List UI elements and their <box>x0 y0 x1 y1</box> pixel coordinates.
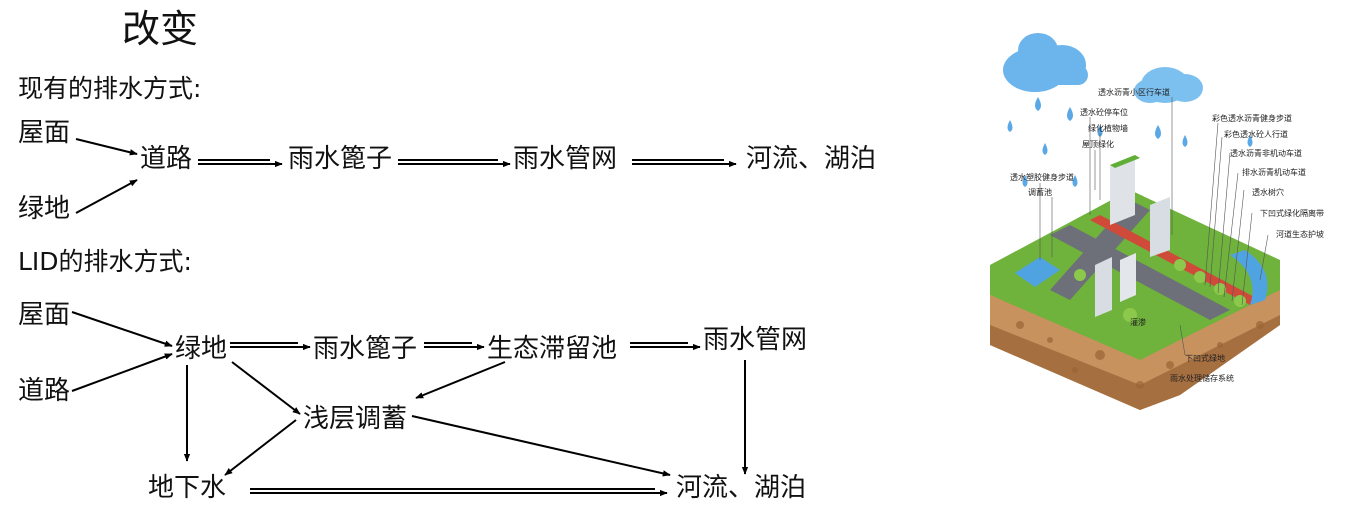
arrow-lid-roof-green <box>71 311 173 347</box>
lid-heading: LID的排水方式: <box>18 247 192 276</box>
label-roof-green: 屋顶绿化 <box>1082 139 1114 149</box>
arrow-lid-green-shallow <box>231 361 301 415</box>
existing-node-grate: 雨水篦子 <box>288 144 393 174</box>
lid-node-grate: 雨水篦子 <box>313 334 418 364</box>
lid-node-river: 河流、湖泊 <box>676 473 807 503</box>
existing-node-pipe: 雨水管网 <box>513 144 618 174</box>
arrow-green-road <box>75 179 138 214</box>
label-nonmotor-lane: 透水沥青非机动车道 <box>1230 148 1302 158</box>
pond <box>1015 257 1060 287</box>
arrow-lid-shallow-ground <box>224 419 297 476</box>
existing-heading: 现有的排水方式: <box>18 74 202 103</box>
lid-node-pipe: 雨水管网 <box>703 325 808 355</box>
label-color-sidewalk: 彩色透水砼人行道 <box>1224 129 1288 139</box>
cloud-icon <box>1134 67 1203 103</box>
lid-node-bio: 生态滞留池 <box>487 334 618 364</box>
label-permeable-asphalt-lane: 透水沥青小区行车道 <box>1098 87 1170 97</box>
lid-node-road: 道路 <box>18 376 71 406</box>
flow-arrows <box>71 138 749 497</box>
label-sunken-median: 下凹式绿化隔离带 <box>1260 208 1324 218</box>
label-tree-pit: 透水树穴 <box>1252 187 1284 197</box>
page-title: 改变 <box>122 7 199 51</box>
existing-node-green: 绿地 <box>18 194 71 224</box>
tree-icons <box>1074 259 1246 322</box>
lid-node-shallow: 浅层调蓄 <box>303 404 408 434</box>
river <box>1230 250 1268 305</box>
label-color-asphalt-track: 彩色透水沥青健身步道 <box>1212 113 1292 123</box>
lid-node-green: 绿地 <box>175 334 228 364</box>
label-sunken-green: 下凹式绿地 <box>1185 353 1225 363</box>
arrow-lid-road-green <box>71 353 173 392</box>
arrow-lid-bio-shallow <box>415 361 506 399</box>
label-storage-pond: 调蓄池 <box>1028 187 1052 197</box>
arrow-pipe-river <box>632 159 737 168</box>
cloud-icon <box>1003 33 1088 92</box>
arrow-lid-ground-river <box>250 488 668 497</box>
label-rain-storage-system: 雨水处理储存系统 <box>1170 373 1234 383</box>
building-icons <box>1095 155 1170 317</box>
arrow-road-grate <box>198 159 283 168</box>
existing-node-roof: 屋面 <box>18 118 71 148</box>
lid-node-roof: 屋面 <box>18 300 71 330</box>
arrow-lid-grate-bio <box>424 342 485 351</box>
existing-node-road: 道路 <box>140 144 193 174</box>
label-green-wall: 绿化植物墙 <box>1088 123 1128 133</box>
arrow-lid-green-grate <box>230 342 311 351</box>
sponge-city-illustration: 透水沥青小区行车道 透水砼停车位 绿化植物墙 屋顶绿化 透水塑胶健身步道 调蓄池… <box>990 33 1324 410</box>
arrow-lid-bio-pipe <box>630 342 701 351</box>
existing-node-river: 河流、湖泊 <box>746 144 877 174</box>
label-permeable-parking: 透水砼停车位 <box>1080 107 1128 117</box>
label-plastic-track: 透水塑胶健身步道 <box>1010 172 1074 182</box>
lid-node-ground: 地下水 <box>148 473 227 503</box>
label-motor-lane: 排水沥青机动车道 <box>1242 167 1306 177</box>
arrow-roof-road <box>75 138 138 156</box>
raindrop-icons <box>1007 97 1253 187</box>
arrow-grate-pipe <box>398 159 511 168</box>
label-infiltration: 灌渗 <box>1130 317 1146 327</box>
label-river-bank: 河道生态护坡 <box>1276 229 1324 239</box>
arrow-lid-shallow-river <box>411 415 671 477</box>
